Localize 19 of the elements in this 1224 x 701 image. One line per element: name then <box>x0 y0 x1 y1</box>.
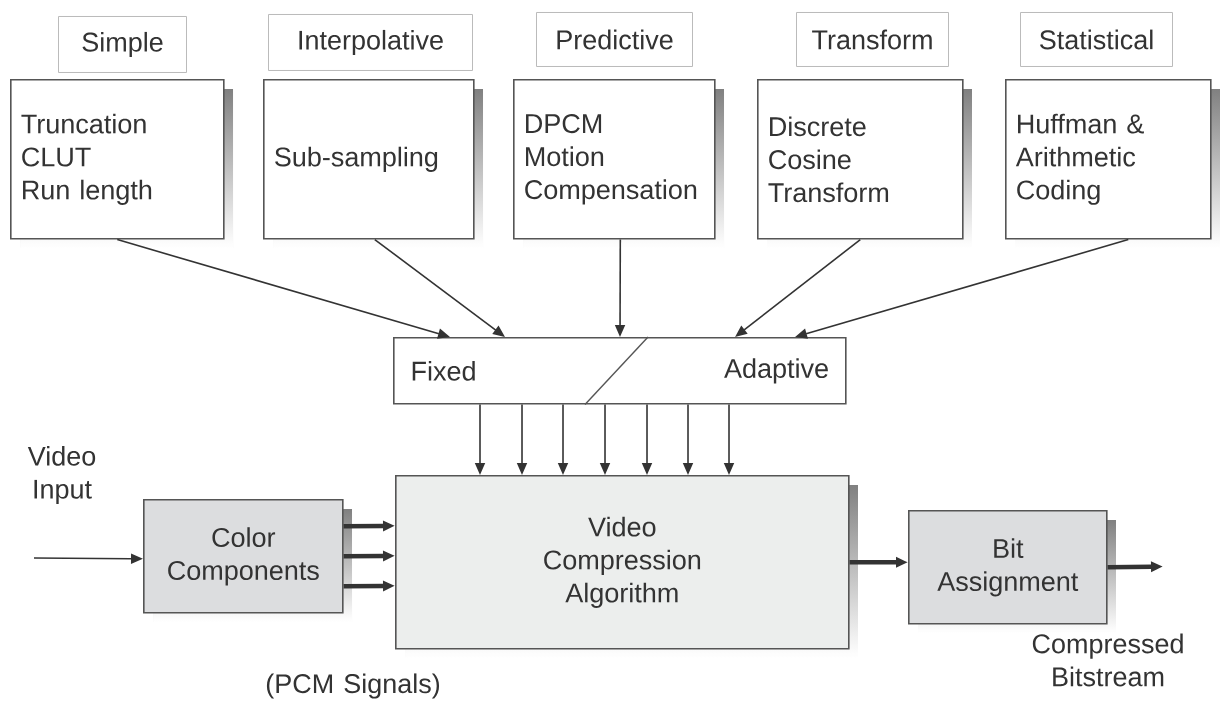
method-box: Sub-sampling <box>263 79 483 248</box>
arrow <box>374 238 505 337</box>
method-box: Discrete Cosine Transform <box>757 79 972 248</box>
caption-text: Video Input <box>27 445 96 505</box>
category-box: Predictive <box>536 12 693 67</box>
process-box: Color Components <box>143 499 352 622</box>
caption-text: Compressed Bitstream <box>1032 633 1183 687</box>
category-box: Simple <box>58 16 187 73</box>
category-box: Transform <box>796 12 949 67</box>
mode-box: Fixed Adaptive <box>393 336 847 406</box>
caption-text: (PCM Signals) <box>266 673 440 699</box>
method-box: DPCM Motion Compensation <box>513 79 724 248</box>
category-box: Statistical <box>1020 12 1173 67</box>
process-box: Bit Assignment <box>908 510 1116 633</box>
category-box: Interpolative <box>268 14 473 71</box>
method-box: Truncation CLUT Run length <box>10 79 233 248</box>
arrow <box>735 238 862 337</box>
process-box: Video Compression Algorithm <box>395 475 858 658</box>
method-box: Huffman & Arithmetic Coding <box>1005 79 1220 248</box>
